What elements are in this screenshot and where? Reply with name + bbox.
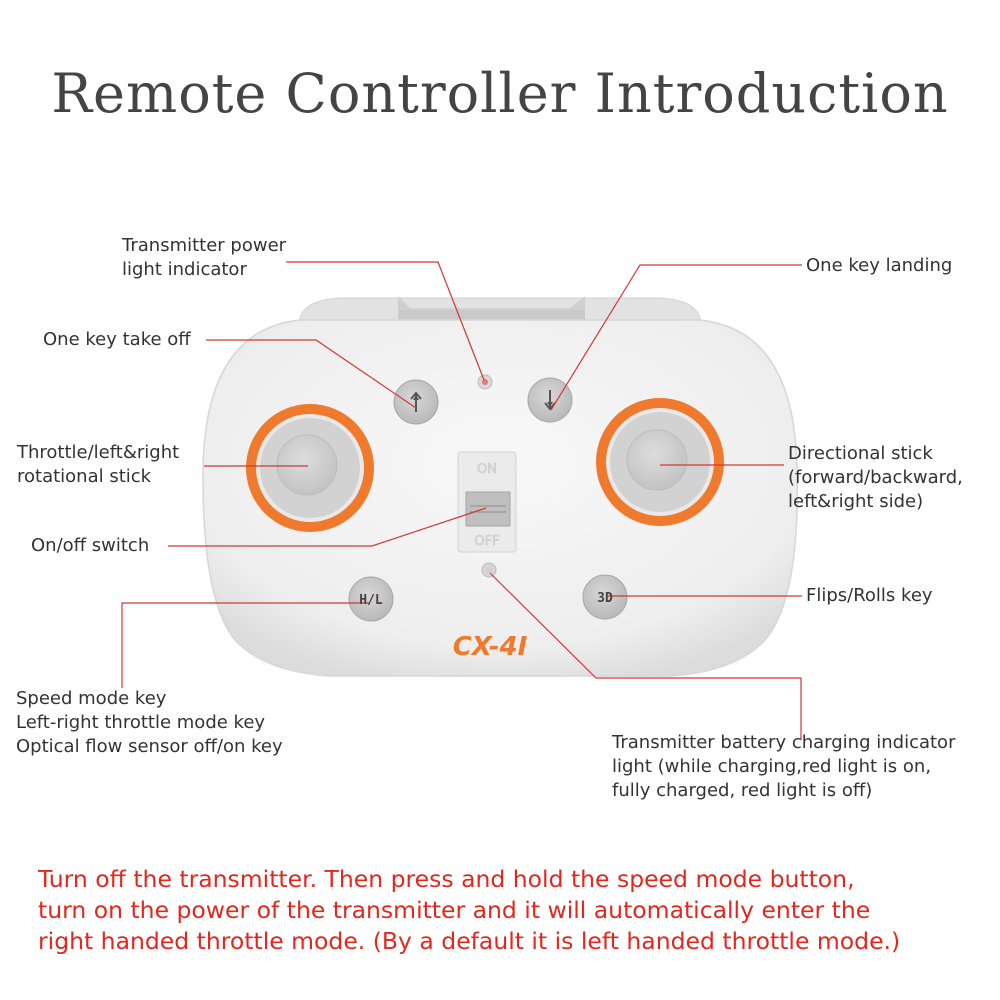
throttle-mode-note: Turn off the transmitter. Then press and… xyxy=(38,865,901,955)
leader-lines xyxy=(121,261,802,740)
right-stick-cap xyxy=(626,429,688,491)
leader-battery xyxy=(489,572,802,740)
label-throttle-stick: Throttle/left&right rotational stick xyxy=(17,442,180,487)
label-transmitter-power: Transmitter power light indicator xyxy=(122,235,287,280)
label-one-key-landing: One key landing xyxy=(806,255,953,276)
label-battery-indicator: Transmitter battery charging indicator l… xyxy=(612,732,956,801)
leader-takeoff xyxy=(206,339,417,409)
leader-landing xyxy=(550,264,802,411)
leader-switch xyxy=(168,507,487,547)
switch-on-label: ON xyxy=(477,462,497,477)
label-flips-rolls: Flips/Rolls key xyxy=(806,585,933,606)
hl-key xyxy=(348,576,394,622)
threed-key-label: 3D xyxy=(597,591,613,606)
label-speed-mode: Speed mode key Left-right throttle mode … xyxy=(16,688,283,757)
leader-speed xyxy=(121,602,370,688)
left-stick-cap xyxy=(276,434,338,496)
label-on-off-switch: On/off switch xyxy=(31,535,150,556)
threed-key xyxy=(582,574,628,620)
switch-off-label: OFF xyxy=(474,534,499,549)
label-one-key-takeoff: One key take off xyxy=(43,329,191,350)
model-label: CX-4I xyxy=(453,632,528,662)
page-title: Remote Controller Introduction xyxy=(51,62,949,125)
hl-key-label: H/L xyxy=(359,593,383,608)
label-directional-stick: Directional stick (forward/backward, lef… xyxy=(788,443,963,512)
leader-power xyxy=(286,261,485,381)
